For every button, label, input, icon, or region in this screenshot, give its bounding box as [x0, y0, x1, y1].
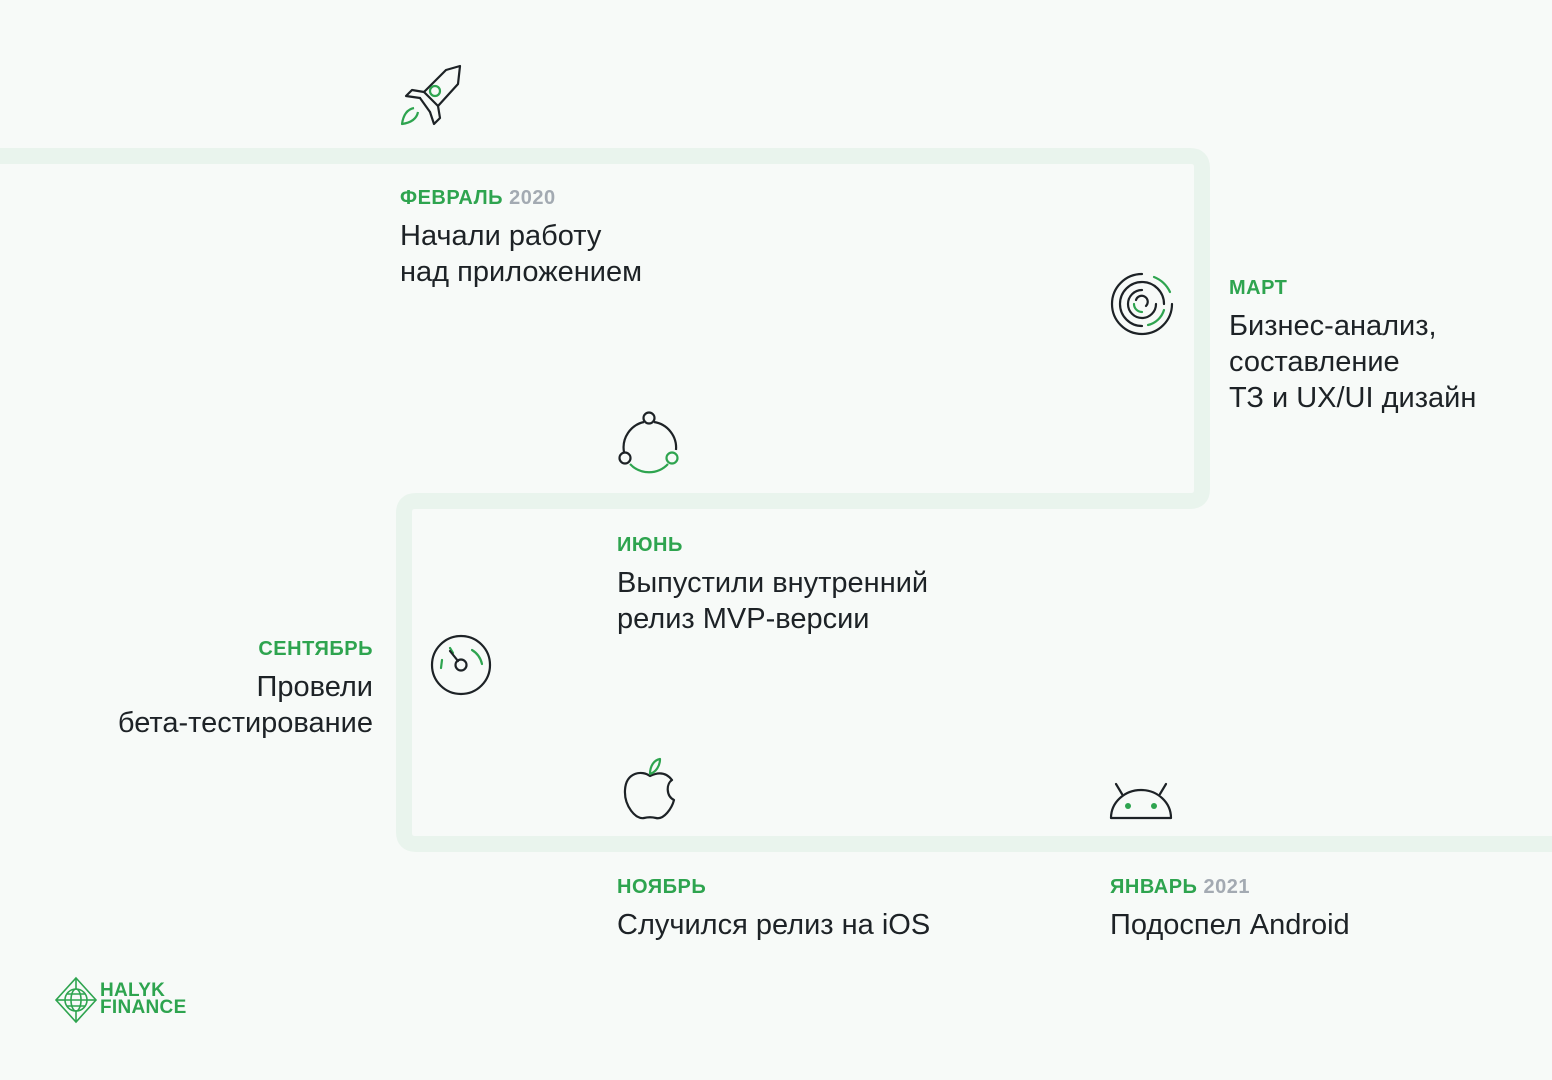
rocket-icon	[400, 64, 462, 126]
milestone-month: НОЯБРЬ	[617, 875, 930, 899]
milestone-september: СЕНТЯБРЬ Провели бета-тестирование	[60, 637, 373, 741]
spiral-target-icon	[1110, 272, 1174, 336]
month-label: ЯНВАРЬ	[1110, 876, 1198, 898]
milestone-march: МАРТ Бизнес-анализ, составление ТЗ и UX/…	[1229, 276, 1476, 416]
milestone-june: ИЮНЬ Выпустили внутренний релиз MVP-верс…	[617, 533, 928, 637]
month-label: ИЮНЬ	[617, 534, 683, 556]
speedometer-icon	[430, 634, 492, 696]
milestone-description: Выпустили внутренний релиз MVP-версии	[617, 567, 929, 635]
month-label: НОЯБРЬ	[617, 876, 707, 898]
milestone-month: ИЮНЬ	[617, 533, 928, 557]
milestone-description: Случился релиз на iOS	[617, 909, 931, 941]
logo-line2: FINANCE	[100, 997, 187, 1018]
logo-line1: HALYK	[100, 980, 166, 1001]
month-label: ФЕВРАЛЬ	[400, 187, 504, 209]
android-icon	[1109, 782, 1173, 820]
globe-diamond-icon	[54, 976, 98, 1024]
milestone-february: ФЕВРАЛЬ 2020 Начали работу над приложени…	[400, 186, 642, 290]
milestone-description: Бизнес-анализ, составление ТЗ и UX/UI ди…	[1229, 310, 1477, 414]
year-label: 2020	[509, 187, 556, 209]
milestone-month: ФЕВРАЛЬ 2020	[400, 186, 642, 210]
milestone-description: Провели бета-тестирование	[117, 671, 373, 739]
milestone-description: Начали работу над приложением	[400, 220, 643, 288]
apple-icon	[623, 757, 676, 820]
month-label: МАРТ	[1229, 277, 1288, 299]
cycle-nodes-icon	[618, 411, 679, 474]
logo-wordmark: HALYK FINANCE	[100, 980, 187, 1018]
milestone-january: ЯНВАРЬ 2021 Подоспел Android	[1110, 875, 1350, 943]
month-label: СЕНТЯБРЬ	[258, 638, 373, 660]
halyk-finance-logo: HALYK FINANCE	[54, 976, 214, 1024]
year-label: 2021	[1203, 876, 1250, 898]
milestone-november: НОЯБРЬ Случился релиз на iOS	[617, 875, 930, 943]
milestone-month: МАРТ	[1229, 276, 1476, 300]
milestone-month: СЕНТЯБРЬ	[60, 637, 373, 661]
milestone-month: ЯНВАРЬ 2021	[1110, 875, 1350, 899]
milestone-description: Подоспел Android	[1110, 909, 1350, 941]
